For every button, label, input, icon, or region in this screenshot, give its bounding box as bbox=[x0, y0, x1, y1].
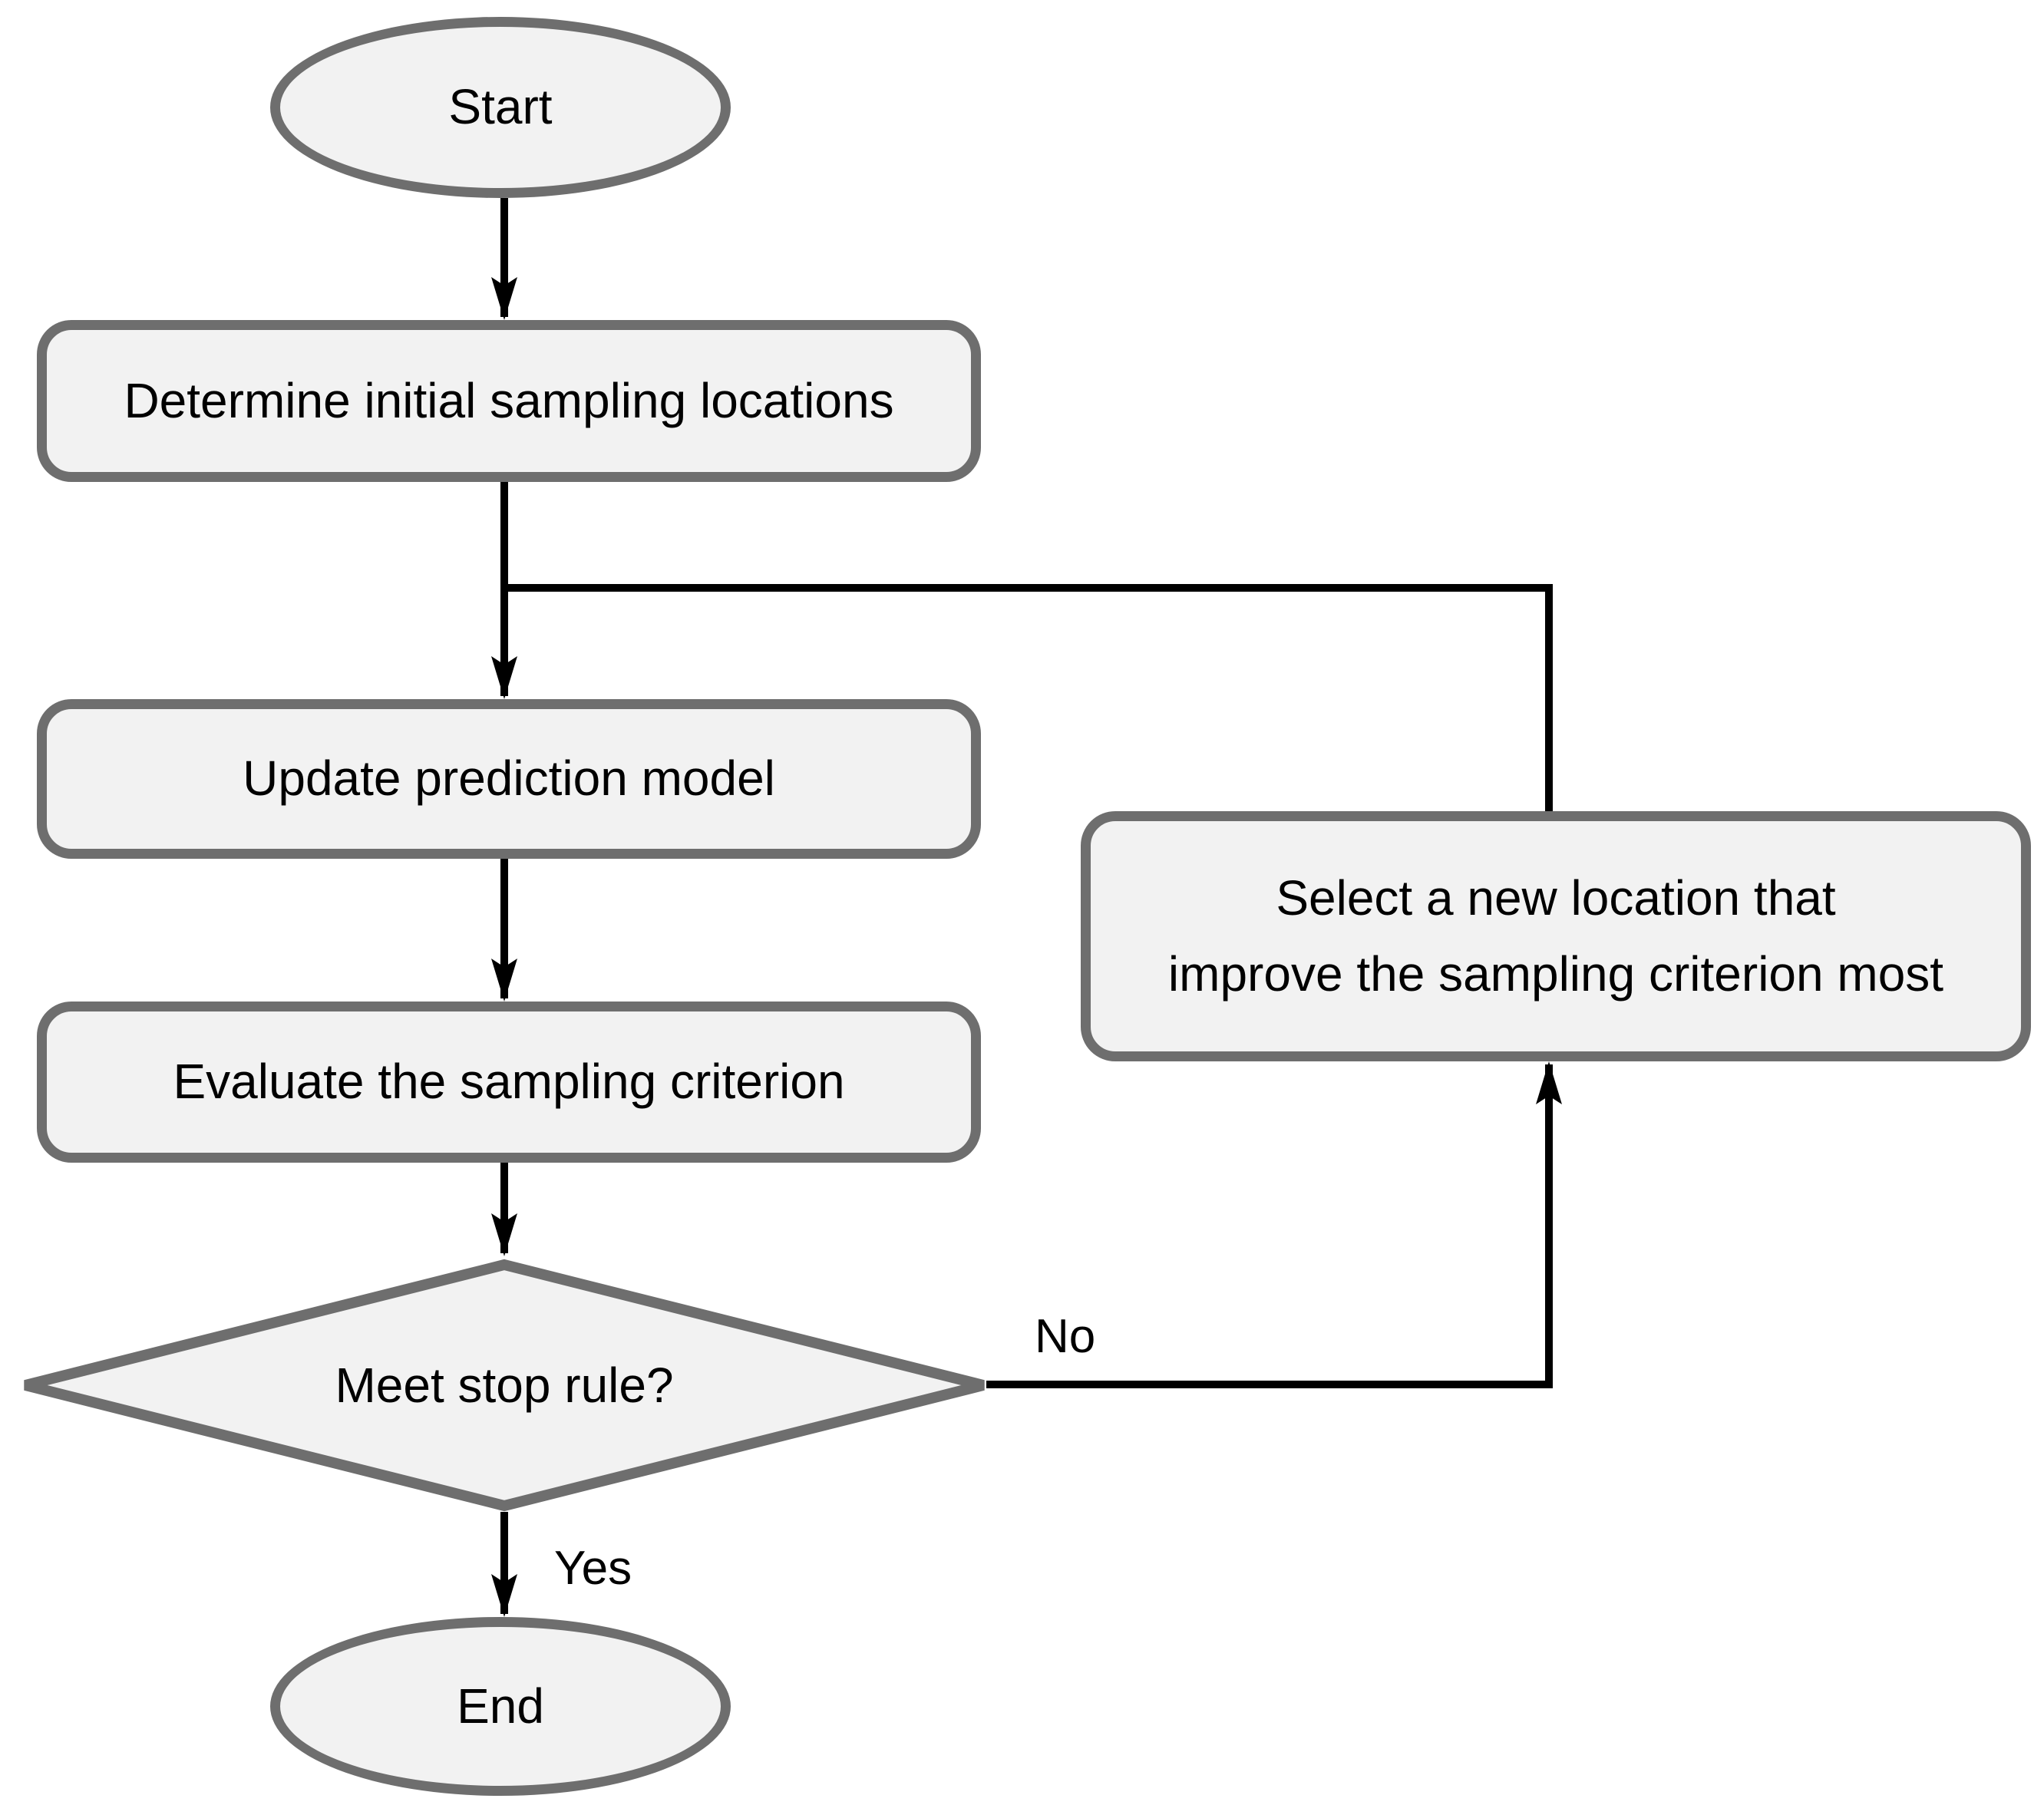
end-node-label: End bbox=[457, 1678, 544, 1734]
evaluate-sampling-criterion-node: Evaluate the sampling criterion bbox=[37, 1002, 981, 1163]
stop-rule-decision-label: Meet stop rule? bbox=[335, 1358, 674, 1413]
determine-initial-sampling-node: Determine initial sampling locations bbox=[37, 320, 981, 482]
select-new-location-label-line2: improve the sampling criterion most bbox=[1167, 946, 1944, 1002]
stop-rule-decision-node: Meet stop rule? bbox=[19, 1259, 989, 1512]
update-prediction-model-label: Update prediction model bbox=[243, 751, 775, 807]
select-new-location-label: Select a new location that improve the s… bbox=[1168, 860, 1943, 1012]
select-new-location-node: Select a new location that improve the s… bbox=[1081, 811, 2031, 1061]
decision-diamond-shape bbox=[24, 1259, 985, 1512]
evaluate-sampling-criterion-label: Evaluate the sampling criterion bbox=[173, 1054, 845, 1110]
determine-initial-sampling-label: Determine initial sampling locations bbox=[124, 372, 894, 428]
start-node: Start bbox=[270, 17, 731, 198]
start-node-label: Start bbox=[448, 79, 553, 135]
end-node: End bbox=[270, 1617, 731, 1796]
yes-branch-label: Yes bbox=[554, 1542, 632, 1595]
update-prediction-model-node: Update prediction model bbox=[37, 699, 981, 859]
edge-decision-no-to-select bbox=[986, 1061, 1562, 1388]
select-new-location-label-line1: Select a new location that bbox=[1276, 870, 1836, 926]
no-branch-label: No bbox=[1035, 1310, 1096, 1363]
edge-feedback-select-to-junction bbox=[504, 584, 1553, 811]
